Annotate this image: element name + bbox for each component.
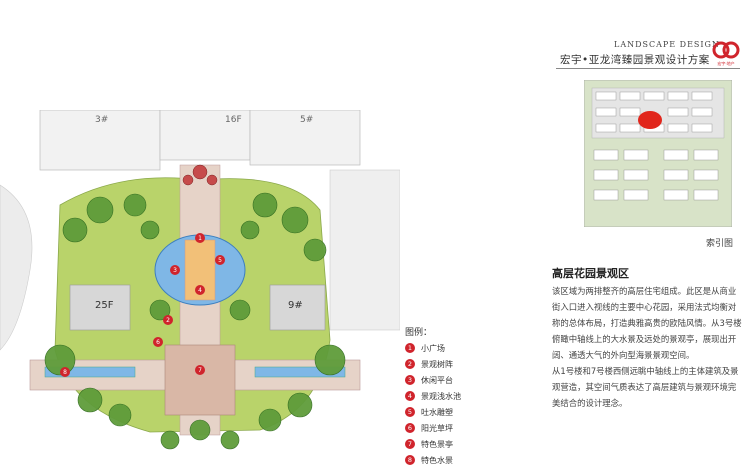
plan-marker-1: 1 <box>198 235 202 242</box>
legend-item: 5 吐水雕塑 <box>405 405 453 419</box>
legend-item: 7 特色景亭 <box>405 437 453 451</box>
plan-label-3: 3# <box>95 115 108 125</box>
legend-item: 6 阳光草坪 <box>405 421 453 435</box>
legend-label: 景观树阵 <box>421 359 453 369</box>
legend-item: 4 景观浅水池 <box>405 389 461 403</box>
index-highlight <box>638 111 662 129</box>
legend-number: 8 <box>405 455 415 465</box>
site-plan: 3# 16F 5# 25F 9# 1 2 3 4 5 6 7 8 <box>0 110 400 476</box>
legend-item: 2 景观树阵 <box>405 357 453 371</box>
section-paragraph-2: 从1号楼和7号楼西侧远眺中轴线上的主体建筑及景观营造，其空间气质表达了高层建筑与… <box>552 366 739 408</box>
plan-marker-3: 3 <box>173 267 177 274</box>
plan-marker-4: 4 <box>198 287 202 294</box>
legend-label: 特色景亭 <box>421 439 453 449</box>
legend-label: 休闲平台 <box>421 375 453 385</box>
legend-number: 4 <box>405 391 415 401</box>
index-map-label: 索引图 <box>706 239 734 249</box>
legend-item: 3 休闲平台 <box>405 373 453 387</box>
header-divider <box>556 68 740 69</box>
header-title-en: LANDSCAPE DESIGN <box>614 40 720 49</box>
plan-marker-8: 8 <box>63 369 67 376</box>
legend-title: 图例： <box>405 328 433 338</box>
plan-label-25f: 25F <box>95 300 114 311</box>
hongyu-logo-icon <box>712 41 740 59</box>
legend-number: 5 <box>405 407 415 417</box>
legend-number: 6 <box>405 423 415 433</box>
legend-item: 8 特色水景 <box>405 453 453 467</box>
header-title-cn: 宏宇•亚龙湾臻园景观设计方案 <box>560 54 710 66</box>
plan-marker-7: 7 <box>198 367 202 374</box>
legend-number: 3 <box>405 375 415 385</box>
plan-label-16f: 16F <box>225 115 242 125</box>
legend-label: 吐水雕塑 <box>421 407 453 417</box>
section-paragraph-1: 该区域为两排整齐的高层住宅组成。此区是从商业街入口进入视线的主要中心花园，采用法… <box>552 286 742 360</box>
logo-text: 宏宇·地产 <box>717 61 735 66</box>
legend-label: 小广场 <box>421 343 445 353</box>
plan-marker-6: 6 <box>156 339 160 346</box>
legend-number: 1 <box>405 343 415 353</box>
legend-label: 特色水景 <box>421 455 453 465</box>
section-title: 高层花园景观区 <box>552 267 629 280</box>
index-map <box>584 80 732 227</box>
plan-label-9: 9# <box>288 300 303 311</box>
plan-marker-2: 2 <box>166 317 170 324</box>
legend-item: 1 小广场 <box>405 341 445 355</box>
legend-label: 景观浅水池 <box>421 391 461 401</box>
legend-number: 7 <box>405 439 415 449</box>
plan-label-5: 5# <box>300 115 313 125</box>
plan-marker-5: 5 <box>218 257 222 264</box>
legend-number: 2 <box>405 359 415 369</box>
legend-label: 阳光草坪 <box>421 423 453 433</box>
